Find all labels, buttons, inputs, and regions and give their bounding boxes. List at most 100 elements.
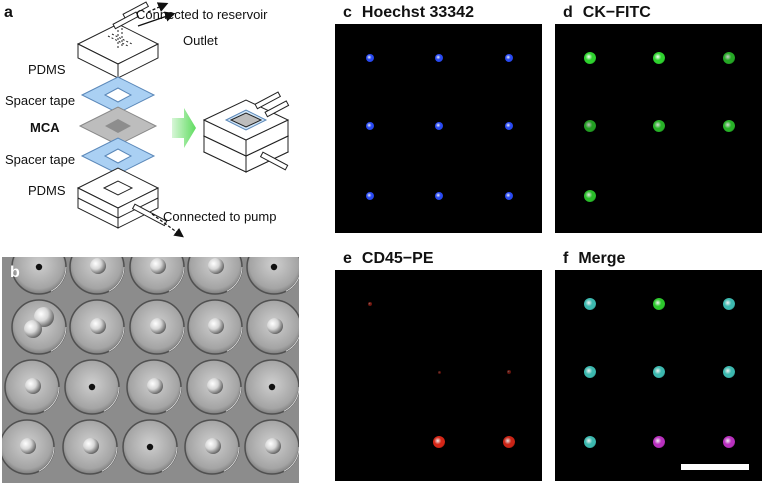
microwell (69, 257, 125, 295)
panel-c-letter: c (343, 4, 352, 21)
micropore (88, 383, 96, 391)
hoechst-nucleus (435, 192, 443, 200)
captured-cell (265, 438, 281, 454)
panel-c-hoechst-image (335, 24, 542, 233)
fitc-cell (584, 120, 596, 132)
microwell (129, 299, 185, 355)
assembled-device (202, 91, 290, 173)
panel-b-sem-image (2, 257, 299, 483)
microwell (62, 419, 118, 475)
merge-cell (584, 298, 596, 310)
microwell (184, 419, 240, 475)
assembly-arrow (172, 108, 196, 148)
label-spacer-tape-bottom: Spacer tape (5, 152, 76, 167)
merge-cell (653, 298, 665, 310)
captured-cell (208, 258, 224, 274)
panel-a-letter: a (4, 4, 13, 21)
hoechst-nucleus (366, 54, 374, 62)
microwell (122, 419, 178, 475)
micropore (146, 443, 154, 451)
panel-e-title: e CD45−PE (343, 250, 434, 268)
microwell (69, 299, 125, 355)
label-connected-to-reservoir: Connected to reservoir (136, 7, 268, 22)
merge-cell (723, 298, 735, 310)
hoechst-nucleus (366, 192, 374, 200)
captured-cell (150, 318, 166, 334)
captured-cell (208, 318, 224, 334)
captured-cell (90, 318, 106, 334)
microwell (187, 299, 243, 355)
captured-cell (147, 378, 163, 394)
panel-f-title: f Merge (563, 250, 625, 268)
captured-cell (24, 320, 42, 338)
microwell (11, 299, 67, 355)
fitc-cell (723, 52, 735, 64)
label-pdms-bottom: PDMS (28, 183, 66, 198)
microwell (11, 257, 67, 295)
panel-f-channel: Merge (578, 250, 626, 267)
panel-d-letter: d (563, 4, 573, 21)
mca-layer (78, 106, 158, 146)
hoechst-nucleus (505, 192, 513, 200)
hoechst-nucleus (366, 122, 374, 130)
panel-c-channel: Hoechst 33342 (361, 4, 474, 21)
microwell (126, 359, 182, 415)
fitc-cell (653, 120, 665, 132)
pe-cell (433, 436, 445, 448)
panel-b-letter: b (10, 264, 20, 281)
fitc-cell (584, 190, 596, 202)
captured-cell (267, 318, 283, 334)
captured-cell (207, 378, 223, 394)
hoechst-nucleus (505, 54, 513, 62)
panel-f-letter: f (563, 250, 569, 267)
microwell (64, 359, 120, 415)
pdms-bottom-block (76, 167, 160, 229)
panel-f-merge-image (555, 270, 762, 481)
merge-cell (653, 366, 665, 378)
hoechst-nucleus (505, 122, 513, 130)
microwell (246, 257, 299, 295)
hoechst-nucleus (435, 54, 443, 62)
microwell (129, 257, 185, 295)
panel-c-title: c Hoechst 33342 (343, 4, 474, 22)
fitc-cell (723, 120, 735, 132)
panel-d-fitc-image (555, 24, 762, 233)
label-spacer-tape-top: Spacer tape (5, 93, 76, 108)
microwell (244, 419, 299, 475)
merge-cell (584, 366, 596, 378)
fitc-cell (584, 52, 596, 64)
captured-cell (34, 307, 54, 327)
microwell (186, 359, 242, 415)
micropore (35, 263, 43, 271)
captured-cell (205, 438, 221, 454)
label-connected-to-pump: Connected to pump (163, 209, 277, 224)
captured-cell (25, 378, 41, 394)
merge-cell (653, 436, 665, 448)
pe-cell (503, 436, 515, 448)
spacer-tape-bottom (80, 137, 156, 175)
scale-bar (681, 464, 749, 470)
microwell (244, 359, 299, 415)
pe-cell (437, 370, 441, 374)
captured-cell (90, 258, 106, 274)
panel-e-letter: e (343, 250, 352, 267)
spacer-tape-top (80, 76, 156, 114)
panel-e-channel: CD45−PE (361, 250, 434, 267)
panel-d-channel: CK−FITC (582, 4, 651, 21)
merge-cell (723, 436, 735, 448)
merge-cell (584, 436, 596, 448)
label-outlet: Outlet (183, 33, 218, 48)
micropore (270, 263, 278, 271)
captured-cell (150, 258, 166, 274)
microwell (246, 299, 299, 355)
pdms-top-block (76, 23, 160, 79)
captured-cell (83, 438, 99, 454)
merge-cell (723, 366, 735, 378)
pe-cell (368, 302, 372, 306)
microwell (4, 359, 60, 415)
label-pdms-top: PDMS (28, 62, 66, 77)
panel-a-schematic (76, 1, 290, 238)
microwell (2, 419, 55, 475)
panel-e-pe-image (335, 270, 542, 481)
label-mca: MCA (30, 120, 60, 135)
